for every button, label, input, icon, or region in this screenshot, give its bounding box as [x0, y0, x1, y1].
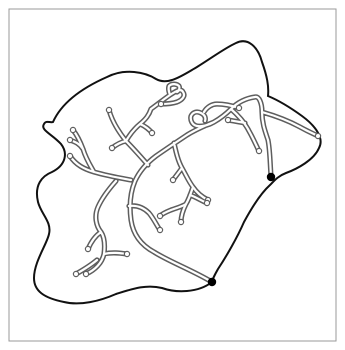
branch-tip	[67, 137, 72, 142]
branch-tip	[157, 213, 162, 218]
branch-tip	[109, 145, 114, 150]
branch-tip	[236, 105, 241, 110]
branch-tip	[83, 271, 88, 276]
branch-tip	[157, 227, 162, 232]
branch-tip	[178, 219, 183, 224]
branch-tip	[170, 177, 175, 182]
branch-tip	[315, 133, 320, 138]
river-network	[70, 84, 318, 282]
branch-tip	[124, 251, 129, 256]
branch-tip	[225, 117, 230, 122]
branch-tip	[256, 148, 261, 153]
outlet-node-lower	[208, 278, 216, 286]
network-fill	[70, 84, 318, 282]
branch-tip	[158, 101, 163, 106]
branch-tip	[106, 107, 111, 112]
branch-tip	[204, 200, 209, 205]
outlet-node-upper	[267, 173, 275, 181]
branch-tip	[70, 127, 75, 132]
branch-tip	[73, 271, 78, 276]
branch-tip	[149, 130, 154, 135]
branch-tip	[85, 246, 90, 251]
branch-tip	[67, 153, 72, 158]
